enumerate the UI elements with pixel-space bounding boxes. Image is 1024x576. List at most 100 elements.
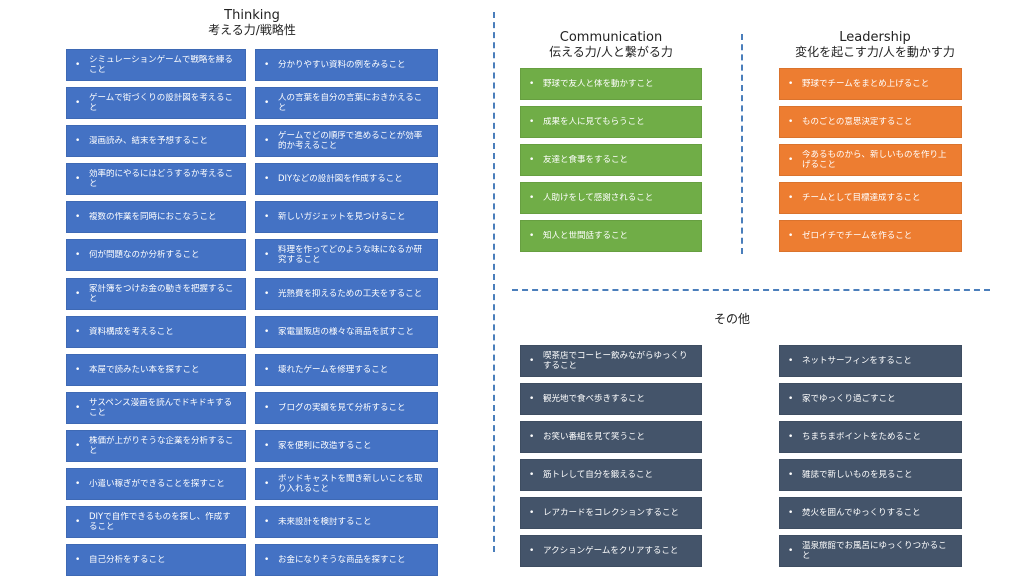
other-item-label: レアカードをコレクションすること (543, 508, 680, 518)
other-item-label: お笑い番組を見て笑うこと (543, 432, 646, 442)
leadership-item-label: ゼロイチでチームを作ること (802, 231, 913, 241)
bullet-icon: • (788, 356, 794, 366)
vertical-divider-top (741, 34, 743, 254)
thinking-item: •お金になりそうな商品を探すこと (255, 544, 438, 576)
bullet-icon: • (529, 79, 535, 89)
thinking-item-label: 分かりやすい資料の例をみること (278, 60, 406, 70)
bullet-icon: • (75, 288, 81, 299)
bullet-icon: • (75, 326, 81, 337)
bullet-icon: • (529, 394, 535, 404)
thinking-item-label: 光熱費を抑えるための工夫をすること (278, 288, 423, 299)
bullet-icon: • (788, 231, 794, 241)
communication-heading: Communication 伝える力/人と繋がる力 (518, 30, 704, 60)
bullet-icon: • (75, 440, 81, 451)
thinking-item: •ゲームでどの順序で進めることが効率的か考えること (255, 125, 438, 158)
vertical-divider-main (493, 12, 495, 552)
other-left-column: •喫茶店でコーヒー飲みながらゆっくりすること•観光地で食べ歩きすること•お笑い番… (520, 345, 702, 567)
bullet-icon: • (788, 155, 794, 165)
thinking-left-column: •シミュレーションゲームで戦略を練ること•ゲームで街づくりの設計図を考えること•… (66, 49, 246, 576)
thinking-item-label: シミュレーションゲームで戦略を練ること (89, 55, 233, 75)
thinking-item-label: 漫画読み、結末を予想すること (89, 136, 209, 147)
other-title: その他 (713, 312, 750, 326)
bullet-icon: • (529, 231, 535, 241)
thinking-item: •小遣い稼ぎができることを探すこと (66, 468, 246, 501)
bullet-icon: • (75, 364, 81, 375)
thinking-item-label: 本屋で読みたい本を探すこと (89, 364, 200, 375)
leadership-item: • ゼロイチでチームを作ること (779, 220, 962, 252)
thinking-item-label: 何が問題なのか分析すること (89, 250, 200, 261)
other-item: •筋トレして自分を鍛えること (520, 459, 702, 491)
thinking-item-label: 複数の作業を同時におこなうこと (89, 212, 217, 223)
leadership-item: • 今あるものから、新しいものを作り上げること (779, 144, 962, 176)
thinking-item-label: DIYで自作できるものを探し、作成すること (89, 512, 231, 533)
communication-item-label: 人助けをして感謝されること (543, 193, 654, 203)
thinking-item-label: 家電量販店の様々な商品を試すこと (278, 326, 415, 337)
thinking-item: •ポッドキャストを聞き新しいことを取り入れること (255, 468, 438, 501)
bullet-icon: • (75, 136, 81, 147)
bullet-icon: • (264, 402, 270, 413)
other-item: •お笑い番組を見て笑うこと (520, 421, 702, 453)
bullet-icon: • (529, 546, 535, 556)
bullet-icon: • (264, 364, 270, 375)
bullet-icon: • (75, 479, 81, 490)
communication-subtitle: 伝える力/人と繋がる力 (549, 45, 673, 59)
thinking-item: •DIYなどの設計図を作成すること (255, 163, 438, 196)
thinking-right-column: •分かりやすい資料の例をみること•人の言葉を自分の言葉におきかえること•ゲームで… (255, 49, 438, 576)
leadership-heading: Leadership 変化を起こす力/人を動かす力 (762, 30, 988, 60)
thinking-item: •シミュレーションゲームで戦略を練ること (66, 49, 246, 81)
communication-title: Communication (559, 30, 663, 45)
other-heading: その他 (682, 312, 782, 327)
other-item-label: ちまちまポイントをためること (802, 432, 922, 442)
communication-item: • 野球で友人と体を動かすこと (520, 68, 702, 100)
leadership-subtitle: 変化を起こす力/人を動かす力 (795, 45, 955, 59)
thinking-item-label: ゲームでどの順序で進めることが効率的か考えること (278, 131, 423, 152)
bullet-icon: • (788, 546, 794, 556)
other-item: • レアカードをコレクションすること (520, 497, 702, 529)
other-item: • 観光地で食べ歩きすること (520, 383, 702, 415)
bullet-icon: • (264, 517, 270, 528)
other-item: •アクションゲームをクリアすること (520, 535, 702, 567)
bullet-icon: • (529, 508, 535, 518)
thinking-item: • 光熱費を抑えるための工夫をすること (255, 277, 438, 310)
bullet-icon: • (264, 326, 270, 337)
other-item: • 喫茶店でコーヒー飲みながらゆっくりすること (520, 345, 702, 377)
communication-item: •人助けをして感謝されること (520, 182, 702, 214)
thinking-item-label: 未来設計を検討すること (278, 517, 372, 528)
bullet-icon: • (788, 470, 794, 480)
bullet-icon: • (264, 288, 270, 299)
other-item-label: 雑誌で新しいものを見ること (802, 470, 913, 480)
thinking-item-label: 壊れたゲームを修理すること (278, 364, 389, 375)
thinking-item: • 家電量販店の様々な商品を試すこと (255, 315, 438, 348)
thinking-item: • ブログの実績を見て分析すること (255, 391, 438, 424)
other-item-label: 筋トレして自分を鍛えること (543, 470, 653, 480)
other-item-label: 喫茶店でコーヒー飲みながらゆっくりすること (543, 351, 688, 371)
leadership-item-label: 今あるものから、新しいものを作り上げること (802, 150, 947, 170)
thinking-item-label: ゲームで街づくりの設計図を考えること (89, 93, 233, 114)
thinking-item: • 本屋で読みたい本を探すこと (66, 353, 246, 386)
bullet-icon: • (264, 60, 270, 70)
thinking-item: •人の言葉を自分の言葉におきかえること (255, 87, 438, 120)
other-item-label: 焚火を囲んでゆっくりすること (802, 508, 921, 518)
communication-item-label: 野球で友人と体を動かすこと (543, 79, 654, 89)
bullet-icon: • (264, 98, 270, 109)
thinking-title: Thinking (224, 8, 280, 23)
bullet-icon: • (788, 394, 794, 404)
thinking-item: •ゲームで街づくりの設計図を考えること (66, 87, 246, 120)
other-item-label: 観光地で食べ歩きすること (543, 394, 646, 404)
bullet-icon: • (75, 402, 81, 413)
communication-item-label: 知人と世間話すること (543, 231, 629, 241)
thinking-item-label: 料理を作ってどのような味になるか研究すること (278, 245, 423, 266)
thinking-item: • 分かりやすい資料の例をみること (255, 49, 438, 81)
horizontal-divider (512, 289, 990, 291)
thinking-item-label: 資料構成を考えること (89, 326, 174, 337)
thinking-item: • 未来設計を検討すること (255, 506, 438, 539)
bullet-icon: • (529, 356, 535, 366)
thinking-item-label: ブログの実績を見て分析すること (278, 402, 406, 413)
leadership-column: •野球でチームをまとめ上げること•ものごとの意思決定すること•今あるものから、新… (779, 68, 962, 252)
thinking-heading: Thinking 考える力/戦略性 (66, 8, 438, 38)
thinking-item: • 資料構成を考えること (66, 315, 246, 348)
thinking-item: •株価が上がりそうな企業を分析すること (66, 429, 246, 462)
bullet-icon: • (264, 174, 270, 185)
bullet-icon: • (529, 155, 535, 165)
communication-item: •友達と食事をすること (520, 144, 702, 176)
